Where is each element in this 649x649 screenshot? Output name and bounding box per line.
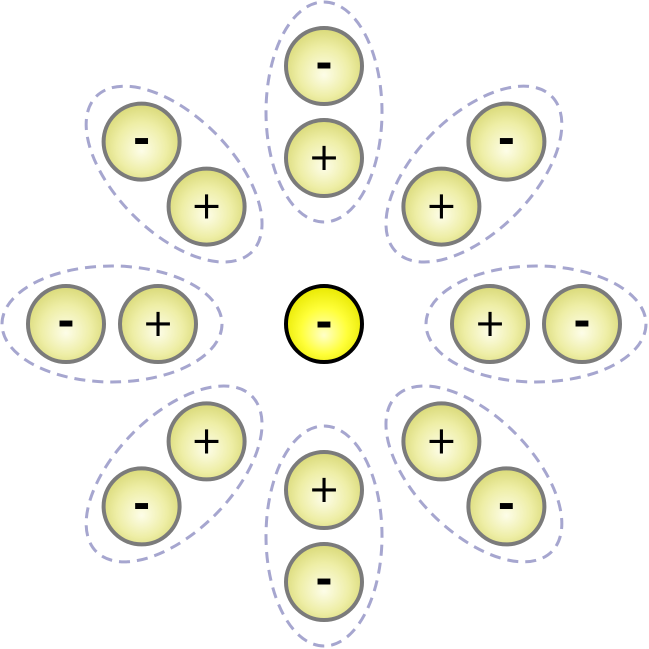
dipole-shell: [384, 84, 564, 264]
positive-pole-charge: +: [425, 184, 457, 228]
negative-pole-charge: -: [133, 114, 150, 163]
negative-pole-charge: -: [315, 555, 332, 604]
negative-pole-charge: -: [498, 114, 515, 163]
negative-pole-body: [284, 26, 364, 106]
positive-pole-body: [166, 166, 247, 247]
negative-pole-charge: -: [133, 479, 150, 528]
dipole-bottom: +-: [264, 424, 384, 648]
dipole-shell: [424, 264, 648, 384]
dipole-shell: [84, 84, 264, 264]
dipole-shell: [384, 384, 564, 564]
positive-pole-body: [284, 450, 364, 530]
positive-pole-charge: +: [308, 467, 340, 511]
negative-pole-body: [101, 466, 182, 547]
positive-pole-body: [118, 284, 198, 364]
dipole-shell: [0, 264, 224, 384]
dipole-top: +-: [264, 0, 384, 224]
positive-pole-charge: +: [191, 418, 223, 462]
negative-pole-body: [26, 284, 106, 364]
negative-pole-body: [284, 542, 364, 622]
dipole-bottom-left: +-: [84, 384, 264, 564]
positive-pole-body: [284, 118, 364, 198]
negative-pole-body: [542, 284, 622, 364]
negative-pole-charge: -: [315, 39, 332, 88]
positive-pole-body: [401, 166, 482, 247]
positive-pole-charge: +: [142, 301, 174, 345]
positive-pole-body: [166, 401, 247, 482]
positive-pole-body: [450, 284, 530, 364]
negative-pole-body: [101, 101, 182, 182]
center-ion-body: [284, 284, 364, 364]
dipole-shell: [264, 424, 384, 648]
negative-pole-charge: -: [573, 297, 590, 346]
positive-pole-charge: +: [425, 418, 457, 462]
dipole-shell: [264, 0, 384, 224]
dipole-shell: [84, 384, 264, 564]
dipole-bottom-right: +-: [384, 384, 564, 564]
dipole-right: +-: [424, 264, 648, 384]
positive-pole-charge: +: [308, 135, 340, 179]
dipole-top-right: +-: [384, 84, 564, 264]
positive-pole-body: [401, 401, 482, 482]
center-ion-charge: -: [315, 298, 332, 347]
negative-pole-body: [466, 101, 547, 182]
negative-pole-charge: -: [57, 297, 74, 346]
negative-pole-charge: -: [498, 479, 515, 528]
dipole-left: +-: [0, 264, 224, 384]
positive-pole-charge: +: [191, 184, 223, 228]
positive-pole-charge: +: [474, 301, 506, 345]
dipole-top-left: +-: [84, 84, 264, 264]
negative-pole-body: [466, 466, 547, 547]
center-ion: -: [284, 284, 364, 364]
